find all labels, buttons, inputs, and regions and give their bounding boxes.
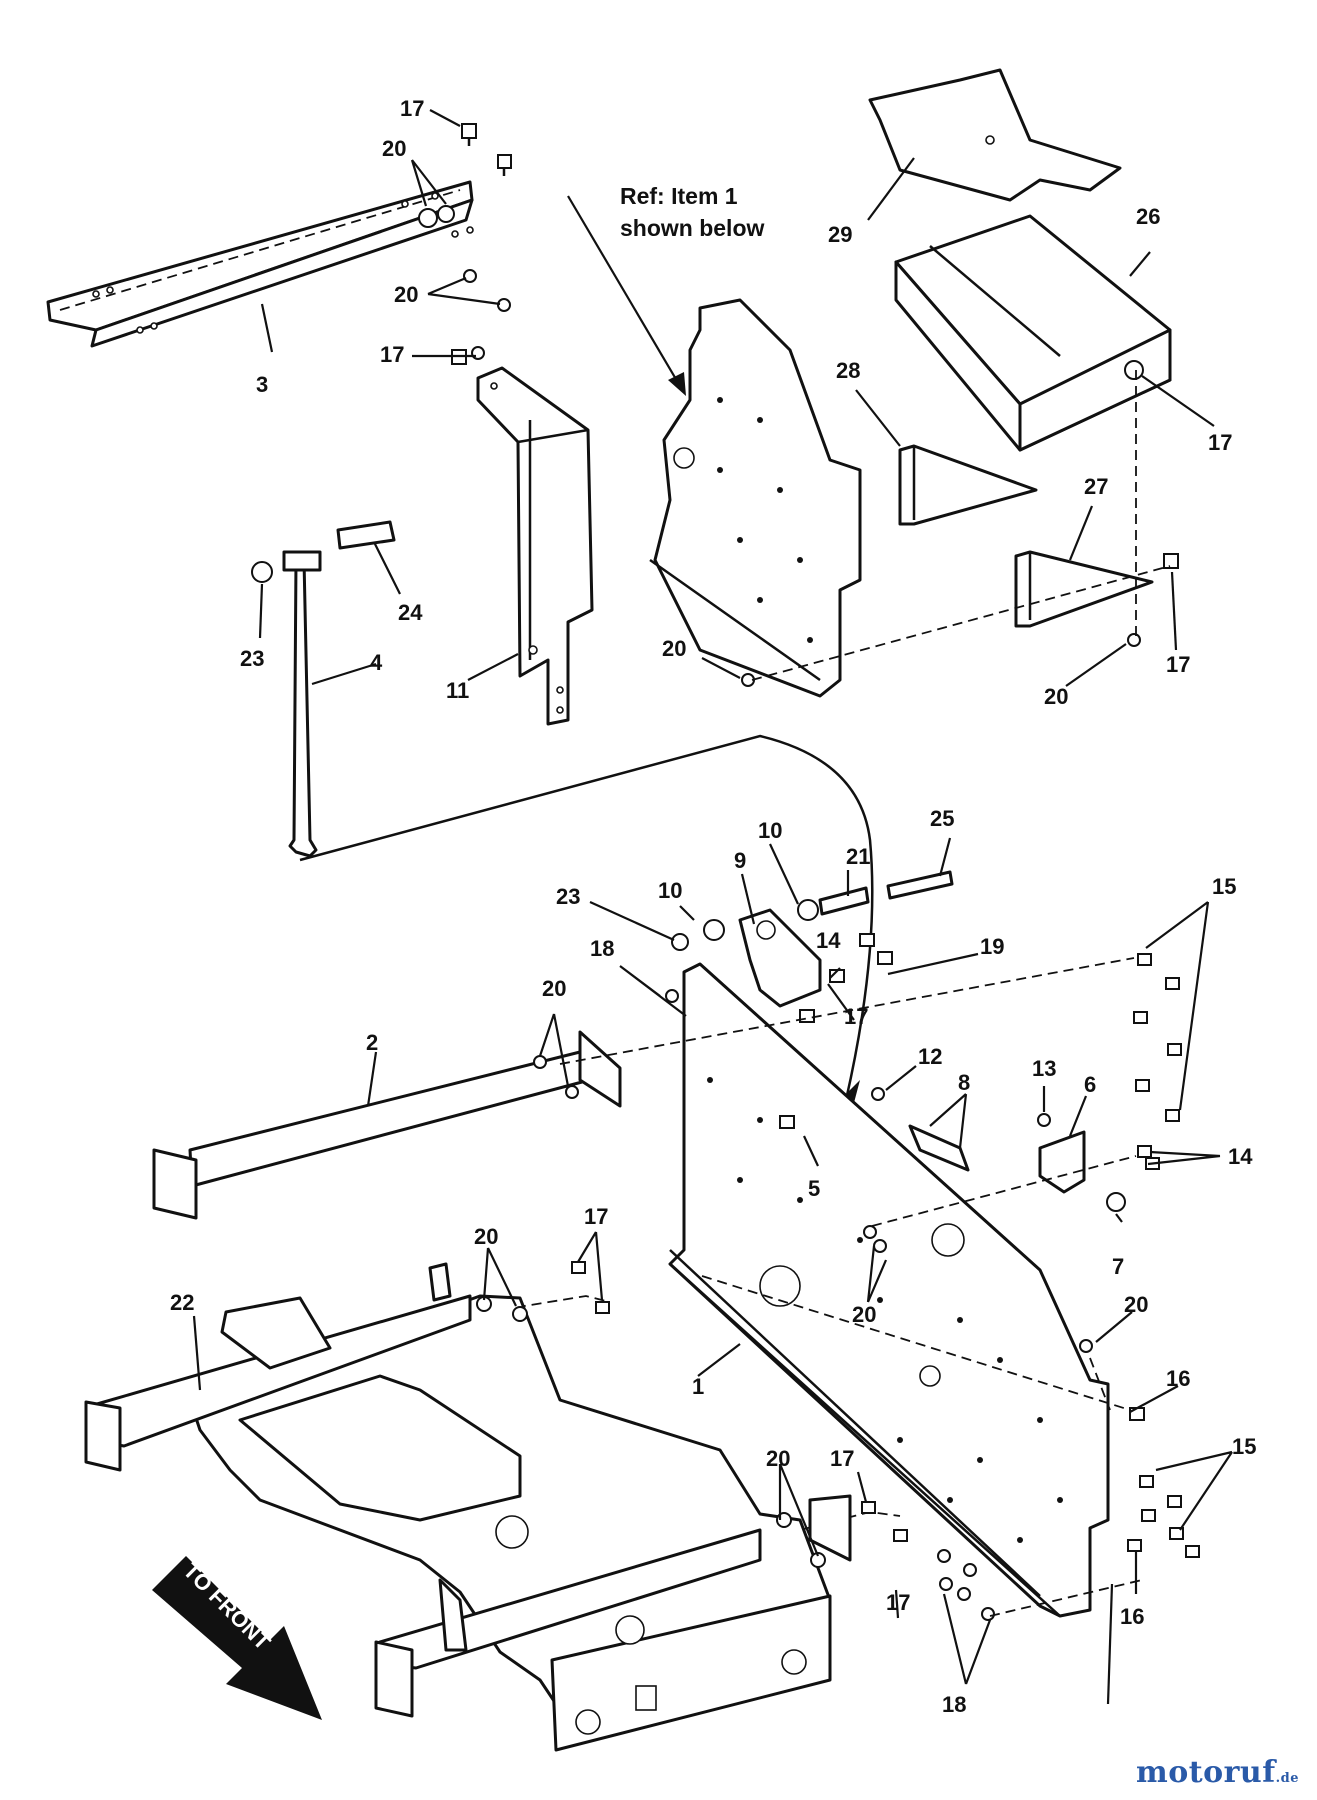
callout-17: 17 (844, 1004, 868, 1029)
part-11-vertical-bracket (451, 346, 594, 726)
callout-10: 10 (658, 878, 682, 903)
callout-15: 15 (1232, 1434, 1256, 1459)
callout-4: 4 (370, 650, 383, 675)
callout-20: 20 (662, 636, 686, 661)
callout-17: 17 (830, 1446, 854, 1471)
callout-17: 17 (1208, 430, 1232, 455)
part-29-cover-plate (868, 68, 1122, 202)
part-3-channel-bar (46, 180, 474, 348)
callout-25: 25 (930, 806, 954, 831)
watermark-logo: motoruf.de (1136, 1755, 1299, 1790)
callout-24: 24 (398, 600, 423, 625)
ref-arrow (567, 195, 686, 396)
callout-26: 26 (1136, 204, 1160, 229)
callout-14: 14 (816, 928, 841, 953)
callout-20: 20 (474, 1224, 498, 1249)
callout-17: 17 (584, 1204, 608, 1229)
part-4-rod (251, 520, 396, 858)
callout-17: 17 (1166, 652, 1190, 677)
callout-17: 17 (886, 1590, 910, 1615)
callout-20: 20 (382, 136, 406, 161)
callout-9: 9 (734, 848, 746, 873)
callout-8: 8 (958, 1070, 970, 1095)
callout-13: 13 (1032, 1056, 1056, 1081)
callout-12: 12 (918, 1044, 942, 1069)
callout-22: 22 (170, 1290, 194, 1315)
part-26-box (894, 214, 1172, 452)
part-22-lower-frame (84, 1261, 908, 1752)
leader-lines (192, 109, 1233, 1705)
callout-14: 14 (1228, 1144, 1253, 1169)
callout-16: 16 (1166, 1366, 1190, 1391)
callout-15: 15 (1212, 874, 1236, 899)
callout-28: 28 (836, 358, 860, 383)
callout-27: 27 (1084, 474, 1108, 499)
callout-16: 16 (1120, 1604, 1144, 1629)
callout-20: 20 (1124, 1292, 1148, 1317)
callout-18: 18 (942, 1692, 966, 1717)
hardware-box-bolts (741, 553, 1179, 687)
callout-17: 17 (400, 96, 424, 121)
callout-3: 3 (256, 372, 268, 397)
callout-29: 29 (828, 222, 852, 247)
callout-20: 20 (852, 1302, 876, 1327)
callout-6: 6 (1084, 1072, 1096, 1097)
callout-19: 19 (980, 934, 1004, 959)
callout-5: 5 (808, 1176, 820, 1201)
callout-21: 21 (846, 844, 870, 869)
part-28-bracket (898, 444, 1038, 526)
part-9-pivot-bracket (665, 870, 954, 1025)
watermark-tld: .de (1275, 1771, 1299, 1786)
callout-20: 20 (542, 976, 566, 1001)
callouts: 17 20 20 3 17 23 24 4 11 29 26 28 17 27 … (170, 96, 1256, 1717)
callout-20: 20 (1044, 684, 1068, 709)
callout-23: 23 (556, 884, 580, 909)
part-1-link-curve (299, 734, 874, 1101)
callout-20: 20 (766, 1446, 790, 1471)
callout-18: 18 (590, 936, 614, 961)
reference-note-line-2: shown below (620, 215, 765, 241)
callout-1: 1 (692, 1374, 704, 1399)
part-2-tube (152, 1030, 622, 1220)
part-1-side-plate (668, 962, 1110, 1618)
to-front-arrow: TO FRONT (152, 1556, 322, 1720)
callout-7: 7 (1112, 1254, 1124, 1279)
callout-2: 2 (366, 1030, 378, 1055)
watermark-name: motoruf (1135, 1755, 1276, 1790)
part-1-reference-panel (649, 298, 862, 698)
callout-10: 10 (758, 818, 782, 843)
dashed-box-alignment (751, 370, 1171, 681)
callout-20: 20 (394, 282, 418, 307)
callout-11: 11 (446, 678, 469, 703)
reference-note-line-1: Ref: Item 1 (620, 183, 738, 209)
hardware-top-bolts (418, 123, 512, 312)
callout-17: 17 (380, 342, 404, 367)
callout-23: 23 (240, 646, 264, 671)
